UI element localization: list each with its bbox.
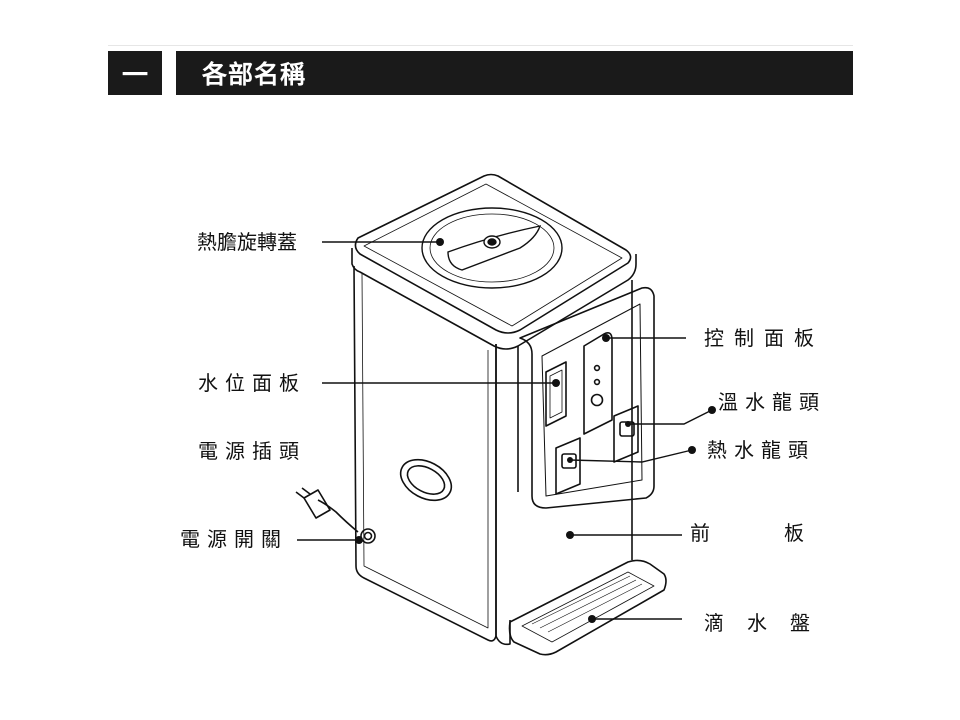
label-front-panel-left: 前 (690, 521, 710, 545)
section-number: 一 (108, 51, 162, 95)
label-water-level-panel: 水位面板 (198, 371, 306, 395)
leader-warm-faucet (628, 409, 713, 425)
lid-knob (421, 207, 563, 289)
section-title: 各部名稱 (176, 51, 853, 95)
control-strip (583, 332, 613, 435)
control-panel-frame (519, 286, 655, 509)
label-hot-tank-cap: 熱膽旋轉蓋 (197, 230, 297, 254)
leader-hot-faucet (569, 449, 693, 463)
power-button-circle (590, 393, 604, 407)
indicator-light-1 (593, 364, 601, 372)
top-lid-inner-edge (363, 183, 623, 327)
label-warm-water-faucet: 溫水龍頭 (718, 390, 826, 414)
header-rule (108, 45, 853, 46)
power-plug (303, 489, 331, 519)
power-switch-knob (360, 528, 376, 544)
front-body (495, 344, 511, 646)
warm-faucet-body (613, 405, 639, 463)
top-lid (354, 173, 632, 334)
label-control-panel: 控制面板 (704, 326, 824, 350)
label-drip-tray: 滴水盤 (704, 611, 833, 635)
label-front-panel-right: 板 (784, 521, 804, 545)
hot-faucet-body (555, 437, 581, 495)
label-hot-water-faucet: 熱水龍頭 (707, 438, 815, 462)
label-power-plug: 電源插頭 (198, 439, 306, 463)
left-side-body (353, 265, 497, 642)
side-oval (399, 458, 453, 502)
water-level-window (545, 361, 567, 427)
drip-tray (508, 559, 667, 656)
label-power-switch: 電源開關 (180, 527, 288, 551)
indicator-light-2 (593, 378, 601, 386)
power-cord (317, 499, 359, 533)
